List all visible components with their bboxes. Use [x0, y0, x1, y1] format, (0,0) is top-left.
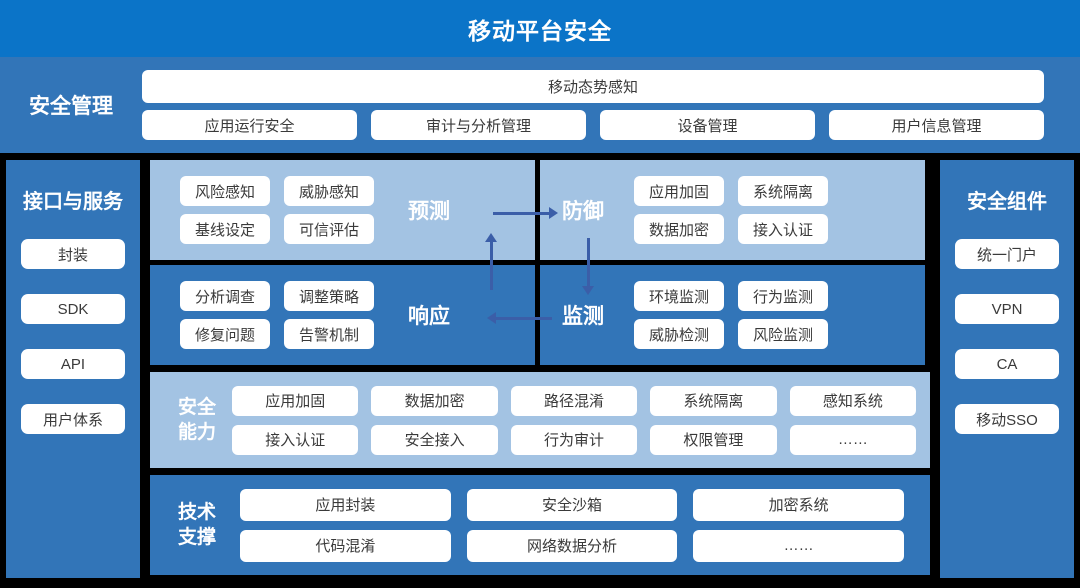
quadrant-item[interactable]: 威胁感知: [284, 176, 374, 206]
arrow-respond-to-predict-head: [485, 233, 497, 242]
capability-item[interactable]: 感知系统: [789, 385, 917, 416]
security-capability-label-line2: 能力: [177, 422, 216, 443]
management-items-row: 应用运行安全 审计与分析管理 设备管理 用户信息管理: [142, 110, 1044, 140]
interface-service-title: 接口与服务: [23, 191, 123, 213]
quadrant-item[interactable]: 行为监测: [738, 281, 828, 311]
security-management-content: 移动态势感知 应用运行安全 审计与分析管理 设备管理 用户信息管理: [142, 70, 1080, 140]
capability-row: 接入认证 安全接入 行为审计 权限管理 ……: [232, 424, 917, 455]
capability-item[interactable]: 路径混淆: [510, 385, 638, 416]
quadrant-item[interactable]: 应用加固: [634, 176, 724, 206]
tech-support-label-line2: 支撑: [177, 527, 216, 548]
quadrant-monitor: 监测 环境监测 行为监测 威胁检测 风险监测: [540, 265, 925, 365]
management-item[interactable]: 用户信息管理: [829, 110, 1044, 140]
management-item[interactable]: 应用运行安全: [142, 110, 357, 140]
capability-item[interactable]: 系统隔离: [650, 385, 777, 416]
capability-item[interactable]: 数据加密: [371, 385, 498, 416]
quadrant-predict: 风险感知 威胁感知 基线设定 可信评估 预测: [150, 160, 535, 260]
capability-item[interactable]: 安全接入: [371, 424, 498, 455]
quadrant-predict-items: 风险感知 威胁感知 基线设定 可信评估: [180, 176, 374, 244]
tech-support-item[interactable]: 安全沙箱: [466, 488, 678, 521]
arrow-predict-to-defend-head: [549, 207, 558, 219]
quadrant-defend-items: 应用加固 系统隔离 数据加密 接入认证: [634, 176, 828, 244]
management-wide-item[interactable]: 移动态势感知: [142, 70, 1044, 103]
security-component-column: 安全组件 统一门户 VPN CA 移动SSO: [940, 160, 1074, 578]
quadrant-item[interactable]: 威胁检测: [634, 319, 724, 349]
tech-support-item[interactable]: 应用封装: [240, 488, 451, 521]
capability-item[interactable]: 行为审计: [510, 424, 638, 455]
quadrant-respond-items: 分析调查 调整策略 修复问题 告警机制: [180, 281, 374, 349]
interface-service-column: 接口与服务 封装 SDK API 用户体系: [6, 160, 140, 578]
tech-support-band: 技术 支撑 应用封装 安全沙箱 加密系统 代码混淆 网络数据分析 ……: [150, 475, 930, 575]
tech-support-row: 代码混淆 网络数据分析 ……: [240, 529, 905, 562]
tech-support-label-line1: 技术: [177, 502, 216, 523]
security-capability-label: 安全 能力: [162, 395, 232, 445]
security-component-item[interactable]: VPN: [955, 294, 1059, 324]
quadrant-defend-label: 防御: [562, 200, 604, 223]
quadrant-item[interactable]: 接入认证: [738, 214, 828, 244]
quadrant-item[interactable]: 可信评估: [284, 214, 374, 244]
quadrant-respond-label: 响应: [408, 305, 450, 328]
pdr-cycle: 风险感知 威胁感知 基线设定 可信评估 预测 防御: [150, 160, 930, 365]
center-region: 风险感知 威胁感知 基线设定 可信评估 预测 防御: [150, 160, 930, 578]
arrow-monitor-to-respond: [496, 317, 552, 320]
security-component-item[interactable]: CA: [955, 349, 1059, 379]
quadrant-monitor-label: 监测: [562, 305, 604, 328]
interface-service-item[interactable]: SDK: [21, 294, 125, 324]
tech-support-items: 应用封装 安全沙箱 加密系统 代码混淆 网络数据分析 ……: [232, 488, 930, 562]
interface-service-item[interactable]: 用户体系: [21, 404, 125, 434]
capability-item-more[interactable]: ……: [789, 424, 917, 455]
interface-service-item[interactable]: API: [21, 349, 125, 379]
capability-item[interactable]: 接入认证: [232, 424, 359, 455]
management-item[interactable]: 审计与分析管理: [371, 110, 586, 140]
quadrant-item[interactable]: 系统隔离: [738, 176, 828, 206]
quadrant-item[interactable]: 风险感知: [180, 176, 270, 206]
tech-support-item[interactable]: 加密系统: [693, 488, 905, 521]
tech-support-item[interactable]: 代码混淆: [240, 529, 451, 562]
interface-service-item[interactable]: 封装: [21, 239, 125, 269]
security-management-band: 安全管理 移动态势感知 应用运行安全 审计与分析管理 设备管理 用户信息管理: [0, 57, 1080, 153]
quadrant-item[interactable]: 告警机制: [284, 319, 374, 349]
security-component-item[interactable]: 统一门户: [955, 239, 1059, 269]
quadrant-item[interactable]: 基线设定: [180, 214, 270, 244]
arrow-predict-to-defend: [493, 212, 549, 215]
page-title: 移动平台安全: [468, 17, 612, 44]
arrow-respond-to-predict: [490, 242, 493, 290]
tech-support-item[interactable]: 网络数据分析: [466, 529, 678, 562]
quadrant-monitor-items: 环境监测 行为监测 威胁检测 风险监测: [634, 281, 828, 349]
quadrant-item[interactable]: 修复问题: [180, 319, 270, 349]
quadrant-respond: 分析调查 调整策略 修复问题 告警机制 响应: [150, 265, 535, 365]
page-header: 移动平台安全: [0, 0, 1080, 57]
capability-item[interactable]: 应用加固: [232, 385, 359, 416]
security-capability-band: 安全 能力 应用加固 数据加密 路径混淆 系统隔离 感知系统 接入认证 安全接入…: [150, 372, 930, 468]
capability-item[interactable]: 权限管理: [650, 424, 777, 455]
quadrant-item[interactable]: 风险监测: [738, 319, 828, 349]
security-capability-items: 应用加固 数据加密 路径混淆 系统隔离 感知系统 接入认证 安全接入 行为审计 …: [232, 385, 930, 455]
tech-support-label: 技术 支撑: [162, 500, 232, 550]
quadrant-predict-label: 预测: [408, 200, 450, 223]
arrow-defend-to-monitor-head: [582, 286, 594, 295]
security-component-item[interactable]: 移动SSO: [955, 404, 1059, 434]
security-management-label: 安全管理: [29, 95, 113, 118]
security-component-title: 安全组件: [967, 191, 1047, 213]
arrow-monitor-to-respond-head: [487, 312, 496, 324]
quadrant-defend: 防御 应用加固 系统隔离 数据加密 接入认证: [540, 160, 925, 260]
quadrant-item[interactable]: 环境监测: [634, 281, 724, 311]
tech-support-item-more[interactable]: ……: [693, 529, 905, 562]
capability-row: 应用加固 数据加密 路径混淆 系统隔离 感知系统: [232, 385, 917, 416]
quadrant-item[interactable]: 调整策略: [284, 281, 374, 311]
security-capability-label-line1: 安全: [177, 397, 216, 418]
management-item[interactable]: 设备管理: [600, 110, 815, 140]
quadrant-item[interactable]: 分析调查: [180, 281, 270, 311]
quadrant-item[interactable]: 数据加密: [634, 214, 724, 244]
arrow-defend-to-monitor: [587, 238, 590, 286]
tech-support-row: 应用封装 安全沙箱 加密系统: [240, 488, 905, 521]
